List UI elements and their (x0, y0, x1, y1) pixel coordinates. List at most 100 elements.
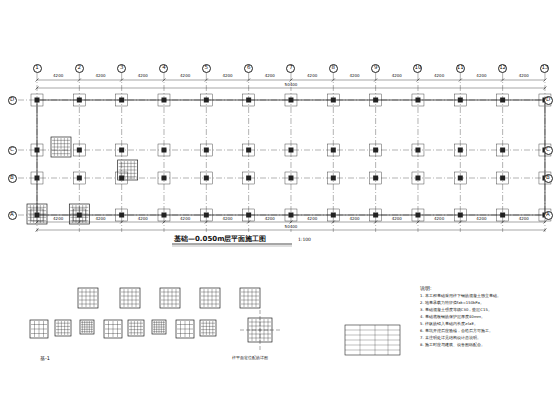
rebar-line (163, 321, 164, 333)
rebar-line (201, 296, 219, 297)
rebar-line (85, 205, 86, 223)
rebar-line (241, 304, 259, 305)
footing-outline (497, 209, 509, 221)
dimension-text: 4200 (518, 217, 530, 221)
rebar-line (129, 332, 143, 333)
rebar-line (70, 220, 88, 221)
axis-line (79, 73, 80, 75)
dimension-text: 4200 (391, 217, 403, 221)
footing-outline (370, 144, 382, 156)
building-outline (37, 100, 545, 215)
axis-line (248, 73, 249, 75)
footing-outline (200, 144, 212, 156)
axis-number: B (546, 175, 550, 181)
rebar-line (79, 304, 97, 305)
dimension-text: 4200 (264, 217, 276, 221)
rebar-line (201, 300, 219, 301)
dimension-tick (459, 79, 462, 82)
detail-label: 基-1 (40, 356, 50, 361)
rebar-line (43, 205, 44, 223)
rebar-line (161, 304, 179, 305)
rebar-line (132, 289, 133, 307)
axis-bubble: 13 (540, 64, 549, 73)
column (500, 148, 505, 153)
axis-line (18, 178, 542, 179)
footing-outline (73, 94, 85, 106)
table-rule (388, 325, 389, 355)
rebar-line (161, 292, 179, 293)
rebar-line (79, 296, 97, 297)
rebar-line (153, 327, 165, 328)
column (373, 176, 378, 181)
rebar-line (134, 161, 135, 179)
axis-bubble: 6 (244, 64, 253, 73)
note-text: 说明: (420, 286, 432, 291)
axis-number: 5 (205, 65, 209, 71)
rebar-line (119, 170, 137, 171)
column (288, 148, 293, 153)
rebar-line (121, 296, 139, 297)
column (204, 148, 209, 153)
rebar-line (70, 214, 88, 215)
table-rule (345, 345, 400, 346)
dimension-text: 4200 (94, 217, 106, 221)
axis-bubble: 5 (202, 64, 211, 73)
rebar-line (43, 321, 44, 337)
rebar-line (241, 296, 259, 297)
column (204, 213, 209, 218)
dimension-tick (247, 79, 250, 82)
title-underline (172, 246, 292, 247)
footing-outline (31, 144, 43, 156)
axis-number: D (546, 97, 550, 103)
column (35, 98, 40, 103)
footing-plan-detail (128, 320, 144, 336)
rebar-line (161, 321, 162, 333)
footing-outline (200, 209, 212, 221)
rebar-line (130, 161, 131, 179)
rebar-line (121, 304, 139, 305)
footing-outline (454, 144, 466, 156)
dimension-text: 4200 (94, 74, 106, 78)
rebar-line (40, 205, 41, 223)
axis-bubble: D (544, 96, 553, 105)
note-text: 7. 未注明处详见结构设计总说明。 (420, 336, 481, 340)
rebar-line (67, 138, 68, 156)
dimension-line (37, 230, 545, 231)
footing-outline (200, 94, 212, 106)
dimension-tick (501, 79, 504, 82)
footing-outline (158, 209, 170, 221)
axis-bubble: A (8, 211, 17, 220)
axis-number: A (546, 212, 550, 218)
dimension-text: 4200 (221, 217, 233, 221)
dimension-text: 4200 (391, 74, 403, 78)
rebar-line (189, 321, 190, 337)
column (373, 213, 378, 218)
footing-outline (370, 172, 382, 184)
note-text: 3. 基础混凝土强度等级C30，垫层C15。 (420, 308, 492, 312)
column (161, 148, 166, 153)
dimension-tick (543, 79, 546, 82)
table-rule (345, 330, 400, 331)
dimension-text: 4200 (306, 74, 318, 78)
column (161, 98, 166, 103)
dimension-text: 4200 (52, 217, 64, 221)
dimension-text: 4200 (179, 217, 191, 221)
column (119, 98, 124, 103)
column (415, 98, 420, 103)
rebar-line (86, 289, 87, 307)
dimension-text: 50400 (284, 83, 299, 87)
footing-section-detail (120, 288, 140, 308)
footing-plan-detail (200, 320, 216, 336)
axis-line (375, 73, 376, 75)
dimension-text: 4200 (348, 74, 360, 78)
footing-outline (454, 209, 466, 221)
axis-number: 12 (499, 65, 506, 71)
axis-line (460, 73, 461, 75)
drawing-title: 基础—0.050m层平面施工图 (174, 236, 266, 243)
footing-outline (285, 172, 297, 184)
rebar-line (153, 331, 165, 332)
footing-outline (158, 144, 170, 156)
footing-outline (285, 144, 297, 156)
column (331, 176, 336, 181)
column (246, 213, 251, 218)
